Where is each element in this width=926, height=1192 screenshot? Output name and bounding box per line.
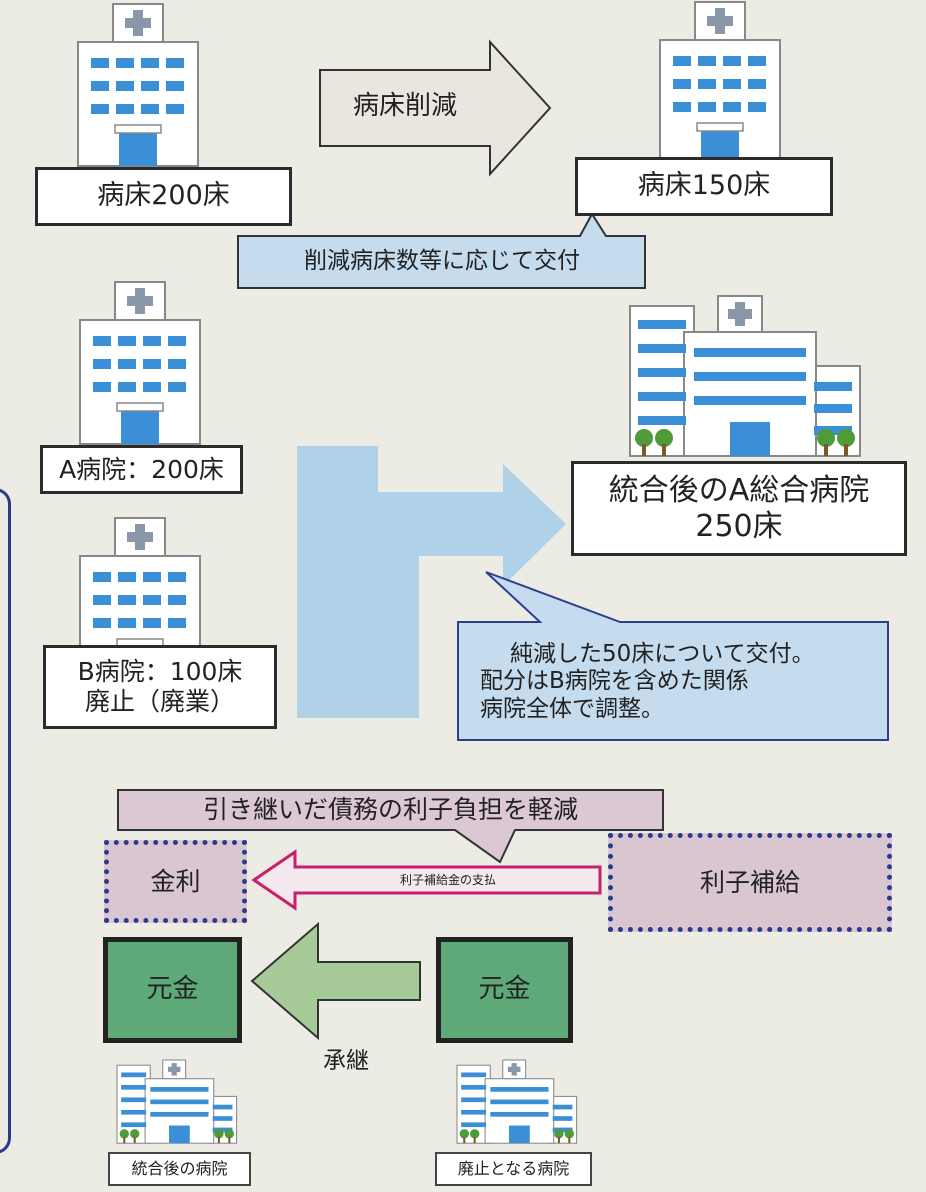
general-hospital-icon [629,295,861,457]
merged-hospital-small-icon [116,1059,238,1144]
payment-arrow [251,849,602,911]
merge-callout-shape [457,571,889,741]
hospital-b-box: B病院：100床 廃止（廃業） [43,645,277,729]
banner-shape [117,789,664,864]
hospital-a-box: A病院：200床 [40,445,243,494]
reduction-callout-text: 削減病床数等に応じて交付 [304,248,580,275]
hospital-building-icon [79,281,201,445]
interest-box: 金利 [104,840,247,923]
beds-200-box: 病床200床 [35,167,292,226]
succession-arrow [250,921,421,1041]
interest-reduction-banner: 引き継いだ債務の利子負担を軽減 [202,795,578,824]
merge-callout-text: 純減した50床について交付。 配分はB病院を含めた関係 病院全体で調整。 [480,640,815,722]
principal-left-box: 元金 [103,937,242,1043]
hospital-building-icon [77,3,199,167]
closing-hospital-caption: 廃止となる病院 [435,1152,592,1186]
succession-label: 承継 [323,1048,369,1075]
left-side-frame [0,488,11,1154]
principal-right-box: 元金 [436,937,573,1043]
bed-reduction-arrow [319,39,552,177]
hospital-building-icon [659,1,781,165]
bed-reduction-label: 病床削減 [352,91,457,122]
interest-subsidy-payment-label: 利子補給金の支払 [399,872,496,887]
merged-hospital-caption: 統合後の病院 [108,1152,251,1186]
interest-subsidy-box: 利子補給 [608,833,892,932]
merge-arrow [297,446,566,718]
merged-hospital-box: 統合後のA総合病院 250床 [571,461,907,556]
closing-hospital-small-icon [456,1059,578,1144]
reduction-callout-shape [237,212,646,289]
beds-150-box: 病床150床 [575,157,833,216]
